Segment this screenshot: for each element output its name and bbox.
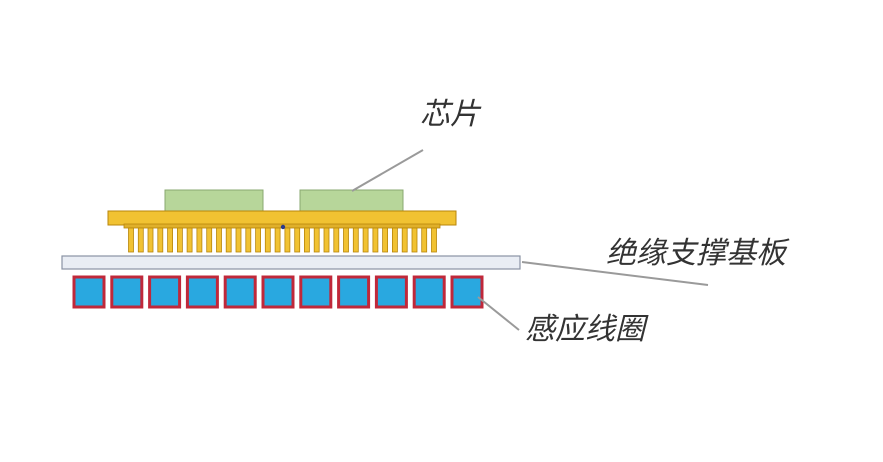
chip-right — [299, 189, 404, 215]
coil-turn — [337, 275, 371, 309]
frame-pin — [216, 227, 222, 253]
frame-pin — [225, 227, 232, 253]
induction-coil-label: 感应线圈 — [525, 312, 649, 347]
frame-pin — [206, 227, 213, 253]
frame-pin — [372, 227, 379, 253]
coil-turn — [261, 275, 295, 309]
substrate-leader-line — [521, 261, 709, 286]
coil-turn — [299, 275, 333, 309]
frame-pin — [294, 227, 301, 253]
frame-pin — [323, 227, 330, 253]
chip-label: 芯片 — [420, 97, 482, 132]
coil-turn — [450, 275, 484, 309]
frame-pin — [245, 227, 252, 253]
frame-pin — [362, 227, 369, 253]
frame-pin — [128, 227, 134, 253]
coil-turn — [110, 275, 144, 309]
chips — [164, 189, 404, 215]
frame-pin — [255, 227, 262, 253]
lead-frame — [107, 210, 457, 226]
chip-left — [164, 189, 264, 215]
frame-pin — [313, 227, 320, 253]
frame-pin — [382, 227, 389, 253]
frame-pin — [264, 227, 271, 253]
frame-pin — [352, 227, 359, 253]
frame-pin — [421, 227, 428, 253]
coil-turn — [72, 275, 106, 309]
chip-leader-line — [351, 149, 424, 192]
frame-pin — [274, 227, 281, 253]
frame-pins — [128, 227, 437, 253]
coil-leader-line — [477, 296, 520, 331]
coil-turn — [374, 275, 408, 309]
frame-pin — [401, 227, 408, 253]
insulating-substrate — [61, 255, 521, 270]
frame-pin — [303, 227, 310, 253]
coil-turn — [185, 275, 219, 309]
frame-pin — [186, 227, 193, 253]
frame-pin — [411, 227, 418, 253]
frame-pin — [431, 227, 437, 253]
frame-pin — [235, 227, 242, 253]
induction-coil-turns — [72, 275, 484, 309]
frame-pin — [333, 227, 340, 253]
frame-pin — [343, 227, 349, 253]
coil-turn — [223, 275, 257, 309]
frame-pin — [284, 227, 291, 253]
frame-pin — [391, 227, 398, 253]
coil-turn — [148, 275, 182, 309]
insulating-substrate-label: 绝缘支撑基板 — [606, 236, 790, 271]
frame-pin — [137, 227, 144, 253]
solder-point-icon — [280, 224, 286, 230]
frame-pin — [157, 227, 164, 253]
frame-pin — [147, 227, 154, 253]
frame-pin — [176, 227, 183, 253]
frame-pin — [167, 227, 174, 253]
frame-pin — [196, 227, 203, 253]
coil-turn — [412, 275, 446, 309]
